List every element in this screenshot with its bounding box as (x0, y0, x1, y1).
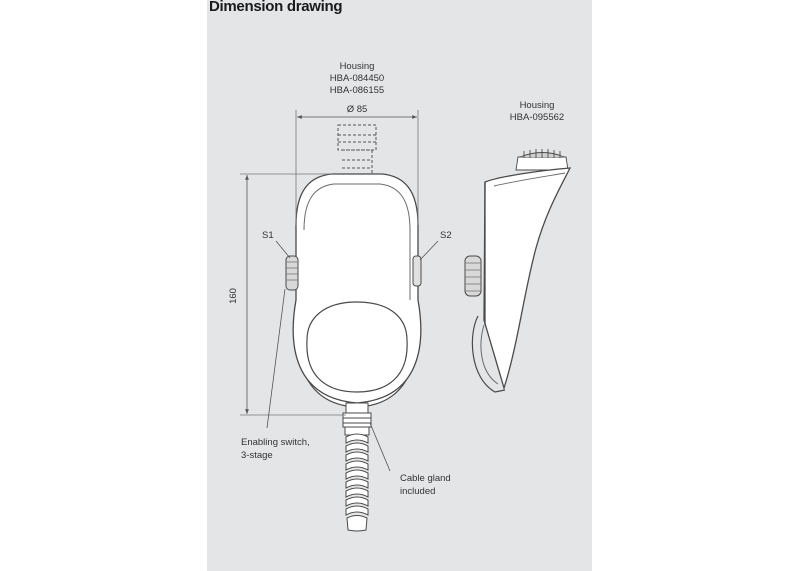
page-title: Dimension drawing (209, 0, 343, 15)
cable-gland (342, 402, 372, 436)
side-body (483, 167, 572, 391)
side-ring-inner (480, 324, 499, 385)
side-switch (464, 255, 482, 297)
enabling-leader (266, 288, 286, 429)
spiral-cable (345, 433, 369, 532)
s2-label: S2 (440, 230, 452, 241)
enabling-switch-s2 (412, 255, 422, 287)
housing-left-code1: HBA-084450 (330, 73, 384, 84)
housing-inner-line (303, 183, 411, 300)
enabling-label-line2: 3-stage (241, 450, 273, 461)
s2-leader (419, 240, 439, 261)
handle-opening (306, 301, 408, 393)
diameter-label: Ø 85 (347, 104, 368, 115)
side-view: Housing HBA-095562 (464, 100, 572, 393)
gland-leader (369, 422, 391, 472)
dashed-connector (337, 124, 377, 176)
s1-label: S1 (262, 230, 274, 241)
housing-right-title: Housing (520, 100, 555, 111)
housing-left-code2: HBA-086155 (330, 85, 384, 96)
diameter-dimension (295, 110, 419, 225)
height-dimension (240, 173, 346, 416)
height-label: 160 (228, 288, 239, 304)
top-knob (515, 149, 569, 171)
front-view: Ø 85 160 Housing HBA-084450 HBA-086155 S… (228, 61, 452, 532)
side-inner-line (493, 172, 566, 187)
housing-right-code: HBA-095562 (510, 112, 564, 123)
enabling-switch-s1 (285, 255, 299, 291)
s1-leader (275, 240, 291, 259)
housing-left-title: Housing (340, 61, 375, 72)
enabling-label-line1: Enabling switch, (241, 437, 310, 448)
gland-label-line2: included (400, 486, 435, 497)
side-ring (471, 315, 506, 393)
gland-label-line1: Cable gland (400, 473, 451, 484)
